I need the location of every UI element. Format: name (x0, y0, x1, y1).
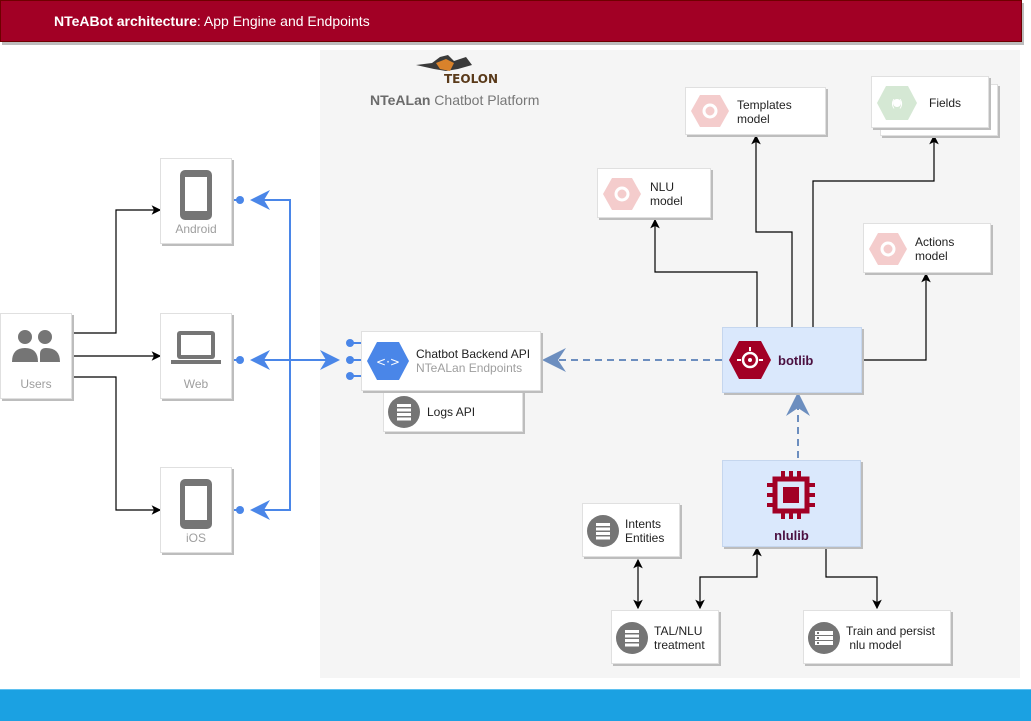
tal-label-2: treatment (654, 638, 705, 652)
tal-nlu-node[interactable]: TAL/NLU treatment (611, 610, 719, 664)
android-node[interactable]: Android (160, 158, 232, 244)
web-node[interactable]: Web (160, 313, 232, 399)
nlulib-label: nlulib (774, 528, 809, 543)
server-icon (808, 622, 840, 654)
templates-label-2: model (737, 112, 770, 126)
app-engine-icon (729, 341, 771, 379)
footer-bar (0, 689, 1031, 721)
nlu-label-1: NLU (650, 180, 675, 194)
nlu-model-node[interactable]: NLU model (597, 168, 711, 218)
edge-api-ios (250, 360, 291, 520)
intents-label-2: Entities (625, 531, 665, 545)
storage-icon (587, 515, 619, 547)
intents-label-1: Intents (625, 517, 662, 531)
storage-icon (388, 396, 420, 428)
model-icon (603, 178, 641, 210)
fields-node[interactable]: ( ) Fields (871, 76, 989, 128)
edge-users-ios (72, 376, 162, 515)
storage-icon (616, 622, 648, 654)
actions-label-1: Actions (915, 235, 955, 249)
train-label-2: nlu model (846, 638, 902, 652)
svg-text:TEOLON: TEOLON (444, 72, 498, 86)
ios-node[interactable]: iOS (160, 467, 232, 553)
svg-text:( ): ( ) (891, 97, 903, 110)
tal-label-1: TAL/NLU (654, 624, 703, 638)
api-subtitle: NTeALan Endpoints (416, 361, 523, 375)
botlib-label: botlib (778, 353, 814, 368)
users-node[interactable]: Users (0, 313, 72, 399)
intents-entities-node[interactable]: Intents Entities (582, 503, 680, 557)
model-icon (691, 95, 729, 127)
logs-api-label: Logs API (427, 405, 476, 419)
actions-label-2: model (915, 249, 948, 263)
users-label: Users (20, 377, 52, 391)
templates-label-1: Templates (737, 98, 792, 112)
logs-api-node[interactable]: Logs API (383, 390, 523, 432)
train-label-1: Train and persist (846, 624, 935, 638)
platform-title: NTeALan Chatbot Platform (370, 92, 540, 108)
model-icon (869, 233, 907, 265)
web-label: Web (183, 377, 209, 391)
edge-users-android (72, 205, 162, 334)
phone-icon (180, 479, 212, 529)
processor-icon (767, 471, 815, 519)
endpoints-icon: <·> (367, 342, 409, 380)
teolon-logo: TEOLON (416, 55, 498, 86)
users-icon (12, 330, 60, 362)
diagram-title: NTeABot architecture: App Engine and End… (54, 13, 370, 29)
api-title: Chatbot Backend API (416, 347, 531, 361)
svg-text:<·>: <·> (376, 355, 400, 369)
chatbot-backend-api-node[interactable]: <·> Chatbot Backend API NTeALan Endpoint… (361, 331, 541, 391)
templates-model-node[interactable]: Templates model (685, 87, 826, 135)
phone-icon (180, 170, 212, 220)
android-label: Android (175, 222, 217, 236)
nlulib-node[interactable]: nlulib (722, 460, 861, 547)
fields-icon: ( ) (877, 86, 917, 120)
botlib-node[interactable]: botlib (722, 327, 862, 393)
header-bar: NTeABot architecture: App Engine and End… (0, 0, 1022, 42)
ios-label: iOS (185, 531, 206, 545)
actions-model-node[interactable]: Actions model (863, 223, 991, 273)
fields-label: Fields (929, 96, 962, 110)
nlu-label-2: model (650, 194, 683, 208)
laptop-icon (171, 331, 221, 364)
train-persist-node[interactable]: Train and persist nlu model (803, 610, 951, 664)
